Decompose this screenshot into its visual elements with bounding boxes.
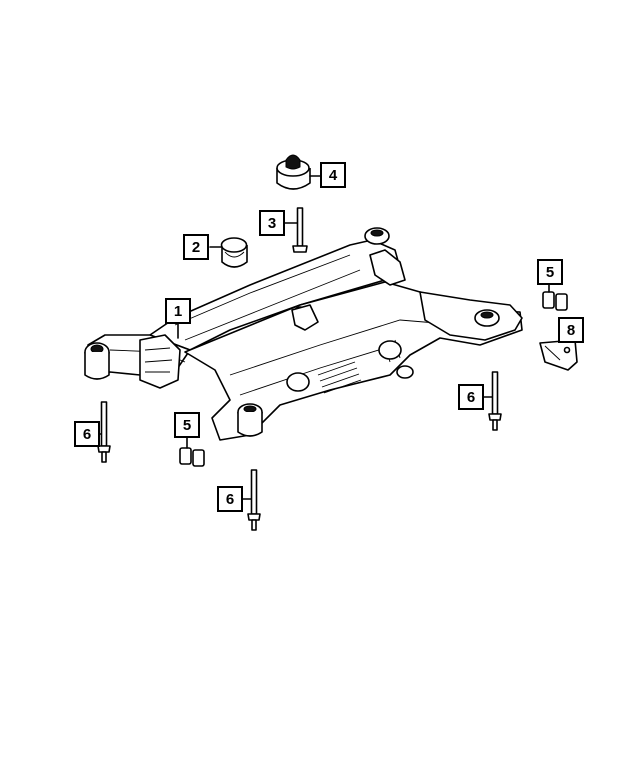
bolt-part-6-left — [89, 401, 111, 463]
bushing-part-4 — [276, 154, 321, 190]
bolt-part-6-right — [481, 371, 502, 431]
callout-4[interactable]: 4 — [320, 162, 346, 188]
bolt-part-6-bottom — [240, 469, 261, 531]
callout-3[interactable]: 3 — [259, 210, 285, 236]
callout-2[interactable]: 2 — [183, 234, 209, 260]
callout-1[interactable]: 1 — [165, 298, 191, 324]
callout-6-left[interactable]: 6 — [74, 421, 100, 447]
callout-6-bottom[interactable]: 6 — [217, 486, 243, 512]
callout-5-left[interactable]: 5 — [174, 412, 200, 438]
spacer-part-5-right — [542, 283, 568, 311]
bushing-part-2 — [209, 237, 248, 268]
callout-5-right[interactable]: 5 — [537, 259, 563, 285]
callout-6-right[interactable]: 6 — [458, 384, 484, 410]
bolt-part-3 — [283, 207, 308, 253]
callout-8[interactable]: 8 — [558, 317, 584, 343]
rear-suspension-crossmember — [84, 227, 523, 441]
spacer-part-5-left — [179, 436, 205, 467]
